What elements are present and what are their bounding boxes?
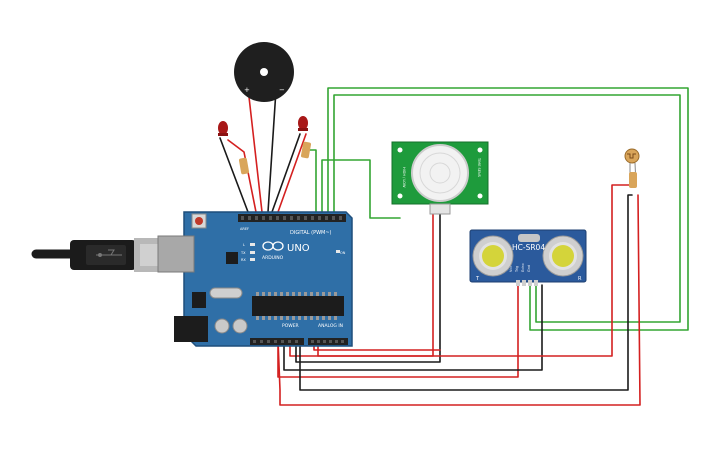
led-tx-label: TX	[240, 251, 246, 255]
photoresistor[interactable]	[624, 148, 640, 188]
voltage-regulator	[192, 292, 206, 308]
buzzer-plus-label: +	[244, 86, 250, 94]
ultrasonic-t: T	[475, 276, 480, 282]
led-l-label: L	[243, 243, 245, 247]
buzzer-minus-label: −	[279, 86, 285, 94]
pir-right-text: TIME SENS	[477, 157, 481, 178]
led-red-2[interactable]	[298, 116, 312, 159]
ultrasonic-model: HC-SR04	[512, 243, 545, 252]
resistor-icon	[300, 141, 312, 159]
led-icon	[298, 116, 308, 130]
us-pin-gnd: Gnd	[527, 265, 531, 272]
pir-sensor[interactable]: HIGH / LOW TIME SENS	[391, 141, 489, 215]
atmega-chip	[252, 296, 344, 316]
us-pin-trig: Trig	[515, 266, 519, 273]
wire-green-ldr[interactable]	[307, 149, 317, 213]
aref-label: AREF	[240, 227, 249, 231]
resistor-icon	[238, 157, 250, 175]
wire-black-pir-gnd[interactable]	[295, 213, 441, 363]
wire-black-led1[interactable]	[219, 137, 249, 213]
usb-chip	[226, 252, 238, 264]
pir-left-text: HIGH / LOW	[402, 167, 406, 188]
capacitor	[232, 318, 248, 334]
wire-red-led2[interactable]	[277, 133, 307, 213]
power-jack	[174, 316, 208, 342]
led-rx-label: RX	[241, 258, 246, 262]
ultrasonic-sensor-icon	[472, 235, 584, 277]
wire-red-ldr-5v[interactable]	[277, 194, 641, 406]
analog-header	[308, 338, 348, 345]
capacitor	[214, 318, 230, 334]
board-brand: ARDUINO	[262, 255, 284, 261]
pir-pins	[429, 203, 451, 215]
led-icon	[218, 121, 228, 135]
ultrasonic-r: R	[578, 276, 582, 282]
digital-header-label: DIGITAL (PWM~)	[290, 230, 332, 236]
wire-green-pir-out[interactable]	[321, 159, 401, 219]
buzzer-icon[interactable]: + −	[234, 42, 294, 102]
wire-red-buzzer[interactable]	[247, 87, 263, 213]
wire-black-us-gnd[interactable]	[283, 284, 543, 371]
arduino-logo-icon	[262, 241, 284, 251]
on-label: ON	[340, 251, 346, 255]
analog-header-label: ANALOG IN	[318, 323, 343, 329]
wire-black-buzzer[interactable]	[267, 89, 277, 213]
us-pin-echo: Echo	[521, 264, 525, 273]
led-red-1[interactable]	[218, 121, 250, 175]
arduino-board[interactable]: DIGITAL (PWM~) AREF UNO ARDUINO L TX RX …	[157, 211, 353, 347]
usb-cable-icon	[31, 238, 162, 272]
resistor-icon	[629, 172, 637, 188]
ultrasonic-sensor[interactable]: HC-SR04 T R Vcc Trig Echo Gnd	[469, 229, 587, 286]
wire-black-led2[interactable]	[271, 133, 301, 213]
board-name: UNO	[287, 243, 310, 254]
us-pin-vcc: Vcc	[509, 266, 513, 272]
wire-black-ldr[interactable]	[299, 194, 633, 391]
wire-green-trig[interactable]	[327, 87, 689, 331]
power-header-label: POWER	[282, 323, 299, 329]
wire-red-led1[interactable]	[227, 139, 257, 213]
wire-green-echo[interactable]	[333, 94, 681, 323]
photoresistor-icon	[624, 148, 640, 164]
wires	[219, 87, 689, 406]
crystal	[209, 287, 243, 299]
usb-socket	[157, 235, 195, 273]
